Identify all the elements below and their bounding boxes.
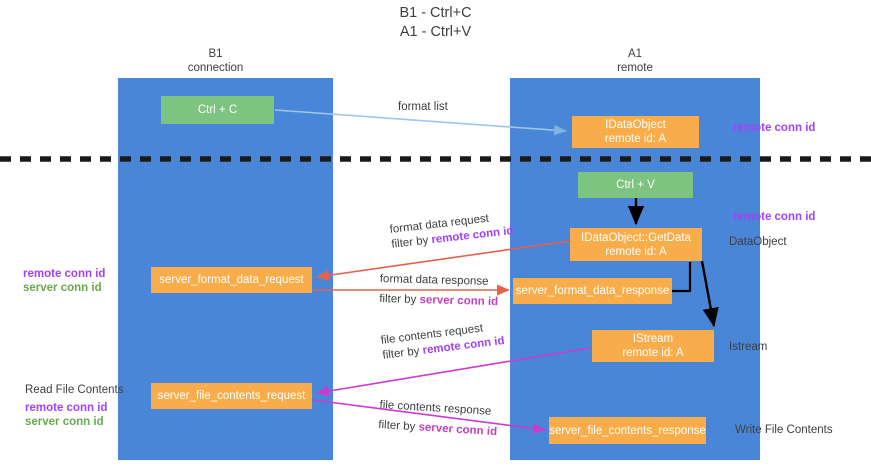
column-a1-name: A1 (627, 48, 643, 60)
node-server-file-contents-request-label: server_file_contents_request (157, 390, 306, 402)
node-idataobject-getdata[interactable]: IDataObject::GetData remote id: A (570, 228, 702, 261)
node-ctrl-v-label: Ctrl + V (616, 179, 655, 191)
annotation-dataobject: DataObject (729, 236, 787, 248)
annotation-istream: Istream (729, 341, 768, 353)
column-header-b1: B1 connection (118, 48, 313, 75)
filter-prefix: filter by (381, 344, 424, 362)
edge-file-contents-response-filter: filter by server conn id (378, 418, 498, 440)
node-ctrl-v[interactable]: Ctrl + V (578, 172, 693, 198)
edge-label-format-list: format list (398, 100, 448, 115)
edge-format-data-response-text: format data response (379, 272, 489, 288)
annotation-left-remote-conn-id-2: remote conn id (25, 402, 108, 414)
edge-label-format-data-response: format data response filter by server co… (379, 272, 499, 310)
node-server-format-data-request[interactable]: server_format_data_request (151, 267, 312, 293)
column-a1-role: remote (617, 61, 653, 74)
filter-prefix: filter by (377, 418, 419, 434)
node-server-file-contents-response-label: server_file_contents_response (549, 424, 706, 437)
column-header-a1: A1 remote (510, 48, 760, 75)
annotation-left-server-conn-id: server conn id (23, 281, 102, 294)
filter-key-server-conn-id: server conn id (419, 294, 499, 309)
annotation-read-file-contents: Read File Contents (25, 384, 124, 396)
annotation-left-conn-ids: remote conn id server conn id (23, 268, 105, 295)
node-idataobject-label: IDataObject (605, 119, 666, 131)
node-idataobject-sub: remote id: A (604, 133, 667, 145)
annotation-remote-conn-id-mid: remote conn id (733, 211, 816, 223)
node-ctrl-c-label: Ctrl + C (197, 104, 238, 116)
title-line-2: A1 - Ctrl+V (399, 24, 472, 40)
node-server-format-data-response-label: server_format_data_response (515, 285, 670, 297)
node-idataobject[interactable]: IDataObject remote id: A (572, 116, 699, 148)
annotation-left-conn-ids-2: remote conn id server conn id (25, 402, 107, 429)
edge-format-data-response-filter: filter by server conn id (379, 292, 498, 310)
column-b1-name: B1 (208, 48, 223, 60)
edge-label-file-contents-request: file contents request filter by remote c… (380, 319, 505, 364)
annotation-left-remote-conn-id: remote conn id (23, 268, 106, 280)
node-getdata-sub: remote id: A (605, 245, 667, 258)
column-b1-role: connection (187, 61, 244, 74)
page-title: B1 - Ctrl+C A1 - Ctrl+V (0, 4, 871, 42)
edge-format-list-text: format list (398, 101, 448, 113)
edge-file-contents-response-text: file contents response (379, 398, 492, 418)
title-line-1: B1 - Ctrl+C (399, 5, 472, 21)
node-istream[interactable]: IStream remote id: A (592, 330, 714, 362)
filter-prefix: filter by (379, 292, 420, 307)
node-getdata-label: IDataObject::GetData (581, 231, 691, 244)
node-istream-sub: remote id: A (622, 347, 684, 359)
annotation-write-file-contents: Write File Contents (735, 424, 833, 436)
node-server-file-contents-response[interactable]: server_file_contents_response (549, 417, 706, 444)
node-server-file-contents-request[interactable]: server_file_contents_request (151, 383, 312, 409)
annotation-left-server-conn-id-2: server conn id (25, 415, 104, 428)
node-ctrl-c[interactable]: Ctrl + C (161, 96, 274, 124)
filter-prefix: filter by (390, 234, 433, 251)
node-istream-label: IStream (632, 333, 674, 345)
filter-key-server-conn-id: server conn id (418, 421, 498, 439)
annotation-remote-conn-id-top: remote conn id (733, 122, 816, 134)
edge-label-format-data-request: format data request filter by remote con… (389, 209, 514, 253)
node-server-format-data-response[interactable]: server_format_data_response (513, 278, 672, 304)
node-server-format-data-request-label: server_format_data_request (159, 274, 304, 286)
edge-label-file-contents-response: file contents response filter by server … (378, 398, 499, 440)
